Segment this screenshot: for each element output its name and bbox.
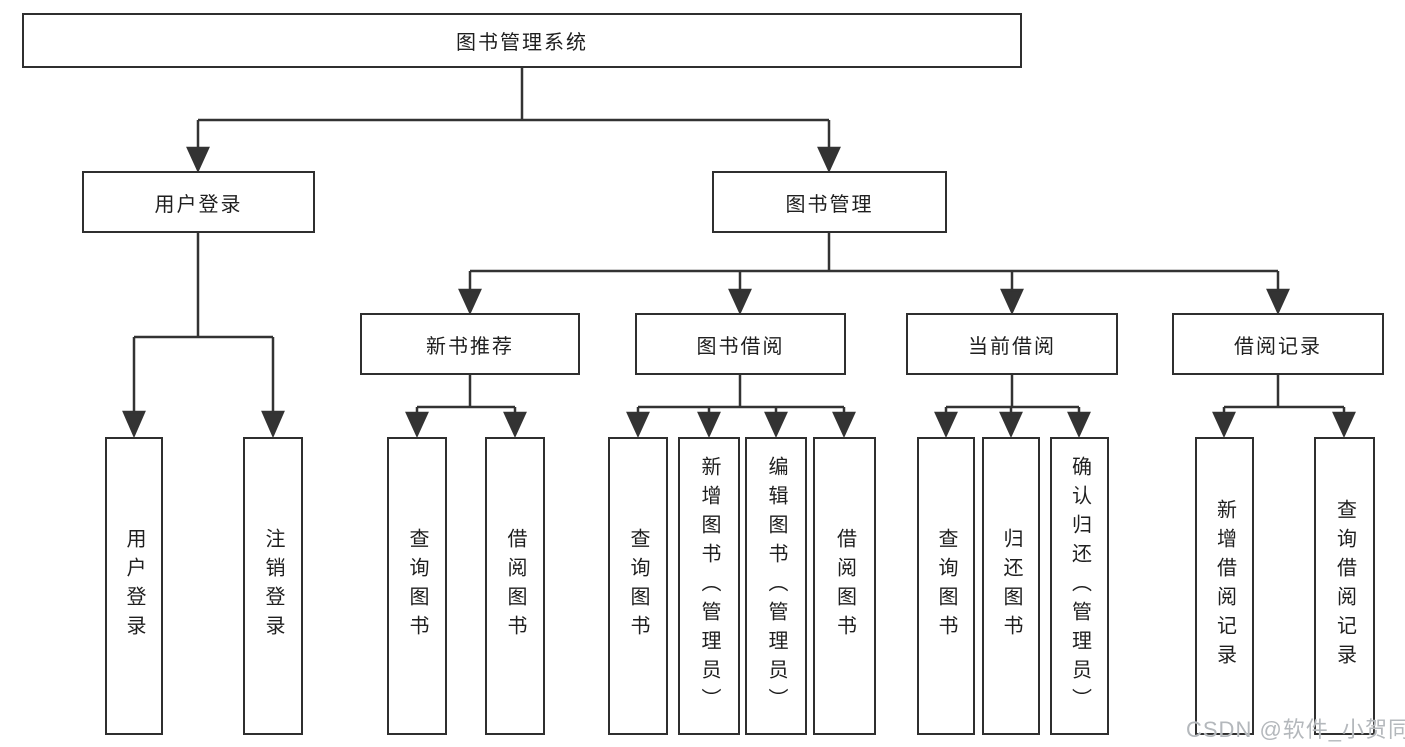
arrow-down-icon [1332,411,1356,439]
node-book-borrow: 图书借阅 [635,313,846,375]
node-new-book-recommend: 新书推荐 [360,313,580,375]
connector-records-to-leaves [1212,375,1356,439]
connector-book-borrow-to-leaves [626,375,856,439]
node-label: 借阅图书 [833,528,856,644]
node-library-system: 图书管理系统 [22,13,1022,68]
arrow-down-icon [934,411,958,439]
node-label: 新增图书（管理员） [698,455,720,717]
node-label: 确认归还（管理员） [1068,455,1091,717]
leaf-records-add-record: 新增借阅记录 [1195,437,1254,735]
leaf-newbook-borrow-books: 借阅图书 [485,437,545,735]
node-current-borrow: 当前借阅 [906,313,1118,375]
arrow-down-icon [728,288,752,316]
arrow-down-icon [626,411,650,439]
leaf-user-login: 用户登录 [105,437,163,735]
node-label: 当前借阅 [968,335,1056,358]
leaf-logout: 注销登录 [243,437,303,735]
leaf-borrow-borrow-books: 借阅图书 [813,437,876,735]
connector-current-borrow-to-leaves [934,375,1091,439]
connector-root-to-level2 [186,66,841,174]
node-label: 归还图书 [1000,528,1022,644]
arrow-down-icon [1266,288,1290,316]
arrow-down-icon [503,411,527,439]
connector-new-book-to-leaves [405,375,527,439]
arrow-down-icon [405,411,429,439]
arrow-down-icon [764,411,788,439]
node-label: 图书借阅 [696,335,785,358]
leaf-records-query-record: 查询借阅记录 [1314,437,1375,735]
node-label: 查询借阅记录 [1333,499,1356,673]
node-label: 新增借阅记录 [1213,499,1236,673]
leaf-borrow-edit-books-admin: 编辑图书（管理员） [745,437,807,735]
node-label: 用户登录 [123,528,145,644]
node-label: 图书管理 [785,193,874,216]
node-label: 查询图书 [627,528,649,644]
node-label: 新书推荐 [426,335,514,358]
arrow-down-icon [1000,288,1024,316]
node-label: 借阅记录 [1234,335,1322,358]
leaf-newbook-query-books: 查询图书 [387,437,447,735]
leaf-borrow-add-books-admin: 新增图书（管理员） [678,437,740,735]
arrow-down-icon [817,146,841,174]
arrow-down-icon [186,146,210,174]
arrow-down-icon [999,411,1023,439]
node-book-management: 图书管理 [712,171,947,233]
leaf-current-confirm-return-admin: 确认归还（管理员） [1050,437,1109,735]
node-label: 查询图书 [935,528,957,644]
node-label: 注销登录 [262,528,284,644]
node-label: 查询图书 [406,528,428,644]
connector-user-login-to-leaves [122,233,285,439]
arrow-down-icon [1067,411,1091,439]
leaf-current-query-books: 查询图书 [917,437,975,735]
arrow-down-icon [458,288,482,316]
arrow-down-icon [832,411,856,439]
arrow-down-icon [122,410,146,439]
leaf-current-return-books: 归还图书 [982,437,1040,735]
node-label: 借阅图书 [504,528,526,644]
leaf-borrow-query-books: 查询图书 [608,437,668,735]
arrow-down-icon [1212,411,1236,439]
node-user-login: 用户登录 [82,171,315,233]
arrow-down-icon [697,411,721,439]
node-label: 用户登录 [154,193,243,216]
node-label: 图书管理系统 [456,32,588,54]
connector-book-management-to-level3 [458,233,1290,316]
node-borrow-records: 借阅记录 [1172,313,1384,375]
csdn-watermark: CSDN @软件_小贺同学 [1186,717,1405,742]
arrow-down-icon [261,410,285,439]
node-label: 编辑图书（管理员） [765,455,787,717]
